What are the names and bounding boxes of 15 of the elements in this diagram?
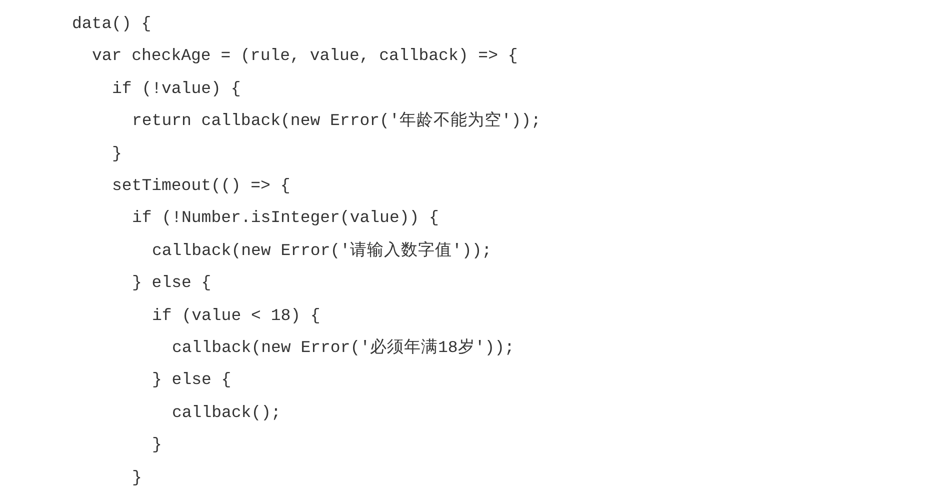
code-line: callback(); <box>172 402 281 424</box>
code-line: } else { <box>152 369 232 392</box>
code-line: if (!Number.isInteger(value)) { <box>132 207 439 230</box>
code-line: return callback(new Error('年龄不能为空')); <box>132 110 541 132</box>
code-line: } <box>112 142 122 165</box>
code-line: } <box>152 434 162 456</box>
code-line: if (value < 18) { <box>152 304 320 327</box>
code-line: } else { <box>132 272 212 294</box>
code-line: setTimeout(() => { <box>112 175 290 197</box>
code-line: if (!value) { <box>112 78 241 100</box>
code-line: callback(new Error('请输入数字值')); <box>152 240 492 262</box>
code-line: var checkAge = (rule, value, callback) => { <box>92 45 518 68</box>
code-line: callback(new Error('必须年满18岁')); <box>172 337 514 359</box>
code-line: data() { <box>72 13 152 35</box>
code-line: } <box>132 466 142 489</box>
